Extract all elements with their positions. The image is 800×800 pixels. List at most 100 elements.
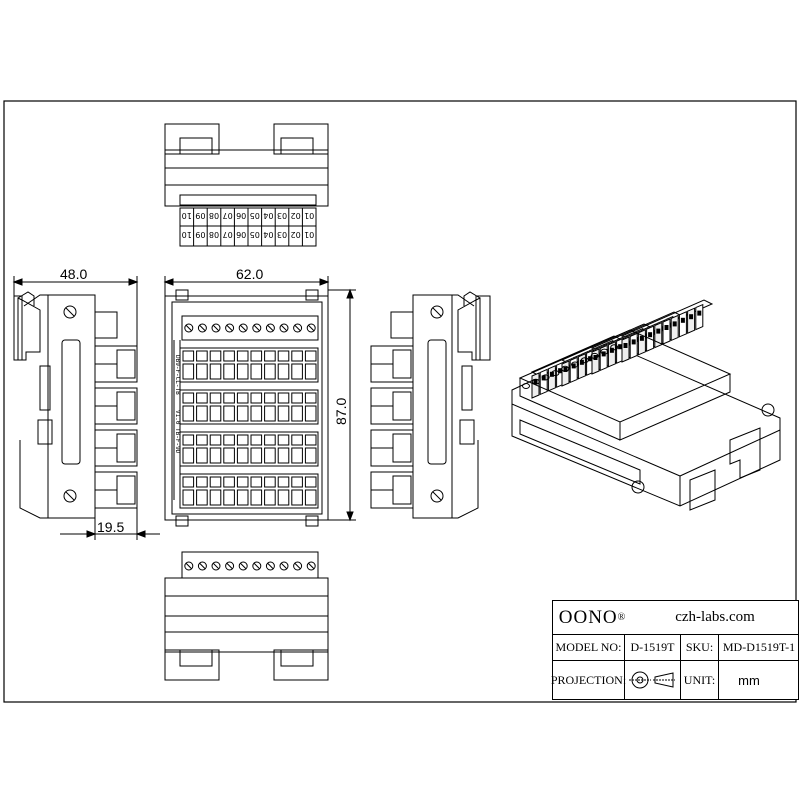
screw-head (293, 561, 303, 571)
screw-head (184, 323, 194, 333)
iso-terminal (629, 332, 638, 360)
terminal-number: 09 (195, 230, 205, 239)
screw-head (252, 323, 262, 333)
dim-side-depth-label: 19.5 (97, 519, 124, 535)
spring-terminal-row (179, 473, 319, 509)
terminal-number: 02 (291, 211, 301, 220)
isometric-spring-terminals (531, 303, 704, 399)
iso-screw (551, 370, 560, 377)
iso-screw (610, 344, 619, 351)
front-view-spring-terminal-rows (179, 347, 319, 509)
screw-head (225, 323, 235, 333)
terminal-number: 10 (182, 230, 192, 239)
right-side-terminal-blocks (370, 345, 414, 509)
iso-screw (531, 378, 540, 385)
dim-side-width (12, 276, 139, 350)
sku-label: SKU: (681, 635, 719, 660)
iso-terminal (670, 314, 679, 342)
iso-terminal (662, 318, 671, 345)
iso-screw (561, 365, 570, 372)
screw-head (279, 323, 289, 333)
terminal-number: 06 (236, 230, 246, 239)
screw-head (197, 323, 207, 333)
terminal-number: 05 (250, 230, 260, 239)
model-label: MODEL NO: (553, 635, 625, 660)
terminal-number: 03 (277, 211, 287, 220)
model-value: D-1519T (625, 635, 681, 660)
terminal-number: 10 (182, 211, 192, 220)
iso-terminal (678, 311, 687, 338)
iso-terminal (591, 348, 600, 375)
screw-head (265, 561, 275, 571)
screw-head (184, 561, 194, 571)
terminal-number: 07 (223, 230, 233, 239)
terminal-number: 09 (195, 211, 205, 220)
screw-head (279, 561, 289, 571)
bottom-view-body (164, 577, 329, 653)
drawing-border (3, 100, 797, 703)
iso-terminal (561, 360, 570, 387)
projection-symbol-icon (625, 661, 681, 699)
left-side-view (13, 291, 138, 519)
screw-head (211, 561, 221, 571)
iso-terminal (637, 329, 646, 356)
bottom-view-din-clip-right (273, 649, 329, 681)
spring-terminal-row (179, 347, 319, 383)
left-side-terminal-blocks (94, 345, 138, 509)
title-block: OONO® czh-labs.com MODEL NO: D-1519T SKU… (551, 600, 799, 700)
front-view-body (164, 295, 329, 521)
sku-value: MD-D1519T-1 (722, 640, 796, 654)
iso-terminal (539, 368, 548, 396)
iso-terminal (621, 336, 630, 363)
screw-head (306, 561, 316, 571)
iso-screw (590, 352, 599, 359)
dim-height-label: 87.0 (333, 398, 349, 425)
top-view-terminal-strip (179, 194, 317, 206)
screw-head (238, 323, 248, 333)
spring-terminal-row (179, 431, 319, 467)
iso-terminal (687, 307, 696, 334)
screw-head (225, 561, 235, 571)
iso-screw (541, 374, 550, 381)
dim-side-depth (60, 500, 160, 540)
screw-head (265, 323, 275, 333)
right-side-view (370, 291, 491, 519)
iso-screw (600, 348, 609, 355)
screw-head (293, 323, 303, 333)
iso-screw (580, 357, 589, 364)
bottom-view-screw-terminals (181, 551, 319, 579)
screw-head (238, 561, 248, 571)
terminal-number: 01 (304, 230, 314, 239)
terminal-number: 06 (236, 211, 246, 220)
terminal-number: 08 (209, 230, 219, 239)
terminal-number: 07 (223, 211, 233, 220)
iso-screw (571, 361, 579, 368)
projection-label: PROJECTION: (551, 661, 626, 699)
screw-head (252, 561, 262, 571)
dim-side-width-label: 48.0 (60, 266, 87, 282)
spring-terminal-row (179, 389, 319, 425)
brand-name: OONO (558, 606, 618, 628)
front-view-screw-terminals (181, 315, 319, 341)
screw-head (211, 323, 221, 333)
title-block-model-row: MODEL NO: D-1519T SKU: MD-D1519T-1 (553, 635, 798, 661)
terminal-number: 05 (250, 211, 260, 220)
title-block-projection-row: PROJECTION: UNIT: mm (551, 661, 798, 699)
iso-terminal (695, 303, 704, 331)
bottom-view-din-clip-left (164, 649, 220, 681)
terminal-number: 03 (277, 230, 287, 239)
front-view (163, 276, 356, 527)
terminal-number: 04 (263, 211, 273, 220)
iso-terminal (569, 356, 578, 384)
unit-value: mm (738, 672, 760, 688)
front-label-2: V1.0 TB-F-9D (174, 410, 181, 454)
isometric-view (511, 299, 781, 511)
terminal-number: 01 (304, 211, 314, 220)
registered-mark: ® (617, 612, 626, 623)
screw-head (197, 561, 207, 571)
brand-logo: OONO® (553, 601, 631, 634)
